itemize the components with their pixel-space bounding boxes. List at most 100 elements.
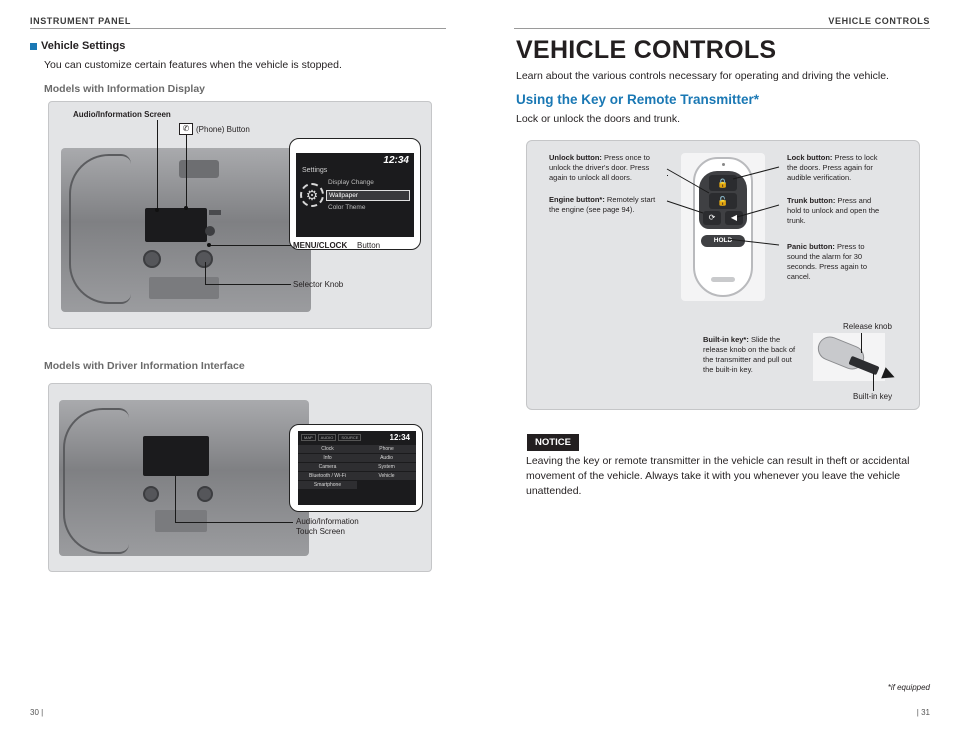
lock-leader [732, 166, 780, 180]
unlock-icon[interactable]: 🔓 [709, 193, 737, 209]
screen-clock: 12:34 [383, 155, 409, 166]
screen-tab: AUDIO [317, 434, 337, 441]
screen-clock: 12:34 [389, 433, 410, 442]
zoom-callout: Settings 12:34 ⚙ Display Change Wallpape… [289, 138, 421, 250]
app-tile: Smartphone [298, 481, 357, 489]
lock-callout-title: Lock button: [787, 153, 833, 162]
app-tile: Bluetooth / Wi-Fi [298, 472, 357, 480]
section-title: Vehicle Settings [30, 40, 125, 52]
lock-icon[interactable]: 🔒 [709, 175, 737, 191]
gear-icon: ⚙ [300, 183, 324, 207]
page-title: VEHICLE CONTROLS [516, 36, 777, 64]
steering-wheel-shape [69, 154, 131, 304]
trunk-callout-text: Press and hold to unlock and open the tr… [787, 196, 880, 225]
page-number-right: | 31 [916, 708, 930, 717]
settings-screen: Settings 12:34 ⚙ Display Change Wallpape… [296, 153, 414, 237]
zoom-callout: MAP AUDIO SOURCE 12:34 Clock Phone Info … [289, 424, 423, 512]
section-title-text: Vehicle Settings [41, 40, 126, 52]
home-screen: MAP AUDIO SOURCE 12:34 Clock Phone Info … [298, 431, 416, 505]
key-section-heading: Using the Key or Remote Transmitter* [516, 92, 760, 107]
fob-led [722, 163, 725, 166]
screen-tab: MAP [301, 434, 316, 441]
remote-fob: 🔒 🔓 ⟳ ◀ HOLD [693, 157, 753, 297]
footnote: *if equipped [887, 683, 930, 692]
app-tile: Camera [298, 463, 357, 471]
notice-badge: NOTICE [527, 434, 579, 451]
climate-panel [149, 277, 219, 299]
page-number-left: 30 | [30, 708, 44, 717]
callout-lines [666, 166, 780, 246]
screen-tab: SOURCE [338, 434, 362, 441]
key-figure: 🔒 🔓 ⟳ ◀ HOLD Unlock button: Press once t… [526, 140, 920, 410]
app-tile: Vehicle [357, 472, 416, 480]
air-vent [179, 160, 219, 178]
leader-dot [155, 208, 159, 212]
header-right-title: VEHICLE CONTROLS [828, 16, 930, 26]
lock-callout: Lock button: Press to lock the doors. Pr… [787, 153, 887, 183]
menu-clock-label-suffix: Button [357, 241, 381, 250]
leader-line [205, 284, 291, 285]
header-divider-right [514, 28, 930, 29]
selector-knob-label: Selector Knob [293, 280, 344, 289]
info-display-figure: Audio/Information Screen ✆ (Phone) Butto… [48, 101, 432, 329]
key-section-text: Lock or unlock the doors and trunk. [516, 113, 681, 125]
leader-line [873, 373, 874, 391]
audio-info-screen-label: Audio/Information Screen [73, 110, 171, 119]
builtin-key-callout: Built-in key*: Slide the release knob on… [703, 335, 799, 375]
menu-item: Color Theme [328, 204, 366, 211]
builtin-key-label: Built-in key [853, 392, 893, 401]
builtin-key-callout-text: Slide the release knob on the back of th… [703, 335, 796, 374]
trunk-callout: Trunk button: Press and hold to unlock a… [787, 196, 885, 226]
leader-line [175, 476, 176, 522]
settings-screen-title: Settings [302, 167, 328, 174]
app-tile: Clock [298, 445, 357, 453]
model1-heading: Models with Information Display [44, 83, 206, 95]
builtin-key-callout-title: Built-in key*: [703, 335, 749, 344]
lock-callout-text: Press to lock the doors. Press again for… [787, 153, 878, 182]
trunk-icon[interactable]: ◀ [725, 211, 743, 225]
leader-dot [184, 206, 188, 210]
audio-info-screen [145, 208, 207, 242]
right-knob-shape [197, 486, 213, 502]
trunk-leader [736, 204, 780, 218]
unlock-callout: Unlock button: Press once to unlock the … [549, 153, 665, 183]
left-knob-shape [143, 486, 159, 502]
section-description: You can customize certain features when … [44, 59, 342, 71]
model2-heading: Models with Driver Information Interface [44, 360, 245, 372]
phone-icon: ✆ [179, 123, 193, 135]
phone-button-label: (Phone) Button [196, 125, 250, 134]
leader-line [186, 135, 187, 208]
bullet-square-icon [30, 42, 37, 50]
engine-callout-text: Remotely start the engine (see page 94). [549, 195, 656, 214]
app-grid: Clock Phone Info Audio Camera System Blu… [298, 445, 416, 489]
touch-screen-label: Audio/Information Touch Screen [296, 517, 359, 536]
notice-text: Leaving the key or remote transmitter in… [526, 455, 910, 498]
engine-callout-title: Engine button*: [549, 195, 605, 204]
selector-knob-shape [195, 250, 213, 268]
touch-screen [143, 436, 209, 476]
leader-dot [207, 243, 211, 247]
leader-line [861, 333, 862, 353]
app-tile: Info [298, 454, 357, 462]
menu-button-shape [205, 226, 215, 236]
panic-button[interactable]: HOLD [701, 235, 745, 247]
menu-clock-label: MENU/CLOCK [293, 241, 348, 250]
panic-callout-title: Panic button: [787, 242, 835, 251]
engine-icon[interactable]: ⟳ [703, 211, 721, 225]
app-tile: Audio [357, 454, 416, 462]
panic-leader [726, 238, 780, 246]
unlock-callout-text: Press once to unlock the driver's door. … [549, 153, 650, 182]
release-knob-label: Release knob [843, 322, 892, 331]
trunk-callout-title: Trunk button: [787, 196, 836, 205]
header-left-title: INSTRUMENT PANEL [30, 16, 131, 26]
engine-leader [666, 200, 704, 214]
phone-button-shape [209, 210, 221, 215]
fob-ring-slot [711, 277, 735, 282]
leader-line [667, 175, 668, 176]
steering-wheel-shape [63, 408, 129, 554]
unlock-callout-title: Unlock button: [549, 153, 602, 162]
panic-callout: Panic button: Press to sound the alarm f… [787, 242, 883, 282]
leader-line [175, 522, 293, 523]
panic-callout-text: Press to sound the alarm for 30 seconds.… [787, 242, 868, 281]
menu-item: Display Change [328, 179, 374, 186]
